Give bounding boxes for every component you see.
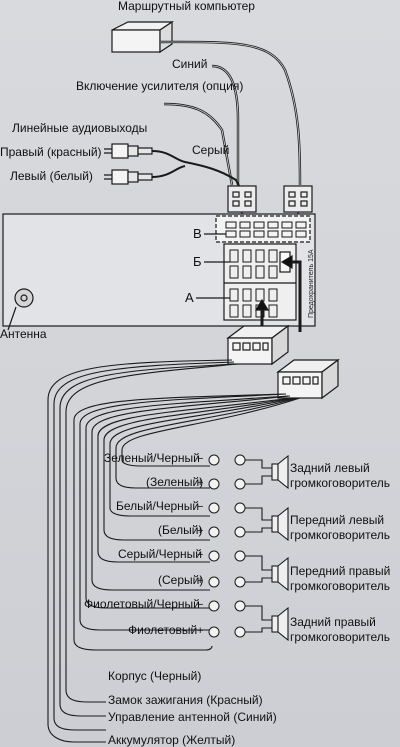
antenna-control-wire-label: Управление антенной (Синий) xyxy=(108,710,277,724)
front-right-speaker-type: громкоговоритель xyxy=(290,579,391,593)
blue-wire-label: Синий xyxy=(172,57,208,71)
front-right-positive-label: (Серый) xyxy=(158,573,204,587)
minus-sign: − xyxy=(197,501,204,513)
rca-left-white xyxy=(104,169,153,185)
front-left-speaker-name: Передний левый xyxy=(290,513,385,527)
front-right-speaker-name: Передний правый xyxy=(290,564,391,578)
rear-left-speaker-name: Задний левый xyxy=(290,461,370,475)
route-computer-box xyxy=(111,20,174,54)
rear-right-speaker-name: Задний правый xyxy=(290,615,376,629)
minus-sign: − xyxy=(197,549,204,561)
front-right-negative-label: Серый/Черный xyxy=(118,547,202,561)
harness-connector-2 xyxy=(276,358,340,400)
front-left-speaker-type: громкоговоритель xyxy=(290,528,391,542)
rear-right-negative-label: Фиолетовый/Черный xyxy=(84,597,200,611)
right-red-label: Правый (красный) xyxy=(0,145,102,159)
battery-wire-label: Аккумулятор (Желтый) xyxy=(108,733,236,747)
route-computer-label: Маршрутный компьютер xyxy=(118,0,255,13)
left-white-label: Левый (белый) xyxy=(10,169,93,183)
amplifier-enable-label: Включение усилителя (опция) xyxy=(76,79,244,93)
plus-sign: + xyxy=(197,625,204,637)
ground-wire-label: Корпус (Черный) xyxy=(108,669,202,683)
gray-wire-label: Серый xyxy=(192,143,230,157)
plus-sign: + xyxy=(197,575,204,587)
fuse-label: Предохранитель 15А xyxy=(308,249,315,318)
plug-amp xyxy=(227,185,257,213)
antenna-label: Антенна xyxy=(0,327,47,341)
rear-right-positive-label: Фиолетовый xyxy=(128,623,198,637)
speaker-front-right-icon xyxy=(271,556,289,592)
rca-right-red xyxy=(104,143,153,159)
rear-left-speaker-type: громкоговоритель xyxy=(290,476,391,490)
front-left-positive-label: (Белый) xyxy=(158,523,203,537)
harness-connector-1 xyxy=(226,324,290,366)
connector-block xyxy=(215,215,311,321)
minus-sign: − xyxy=(197,453,204,465)
connector-b-label: Б xyxy=(193,254,202,269)
plug-computer xyxy=(283,185,313,213)
speaker-front-left-icon xyxy=(271,506,289,542)
connector-v-label: В xyxy=(193,226,202,241)
minus-sign: − xyxy=(197,599,204,611)
plus-sign: + xyxy=(197,477,204,489)
plus-sign: + xyxy=(197,525,204,537)
ignition-wire-label: Замок зажигания (Красный) xyxy=(108,693,263,707)
rear-left-positive-label: (Зеленый) xyxy=(146,475,204,489)
connector-a-label: А xyxy=(185,290,194,305)
rear-left-negative-label: Зеленый/Черный xyxy=(104,451,200,465)
line-outputs-label: Линейные аудиовыходы xyxy=(12,121,148,135)
rear-right-speaker-type: громкоговоритель xyxy=(290,630,391,644)
front-left-negative-label: Белый/Черный xyxy=(116,499,200,513)
speaker-rear-left-icon xyxy=(271,454,289,490)
speaker-rear-right-icon xyxy=(271,606,289,642)
